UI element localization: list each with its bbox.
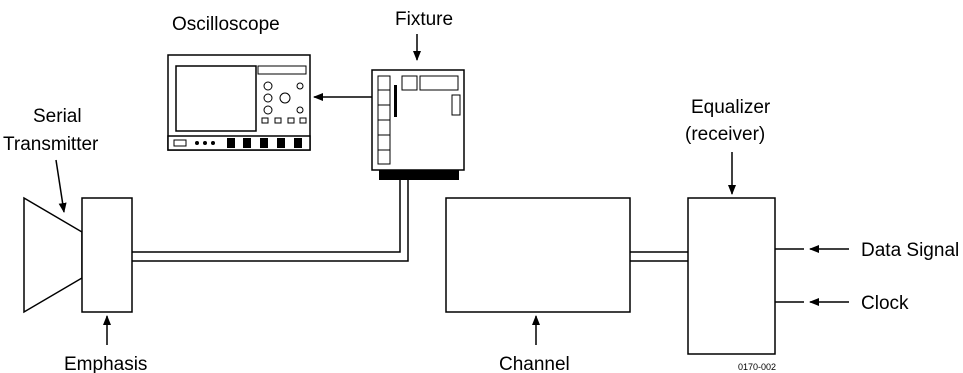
transmitter-label: Transmitter bbox=[3, 134, 99, 155]
serial-label: Serial bbox=[33, 106, 82, 127]
fixture-label: Fixture bbox=[395, 9, 453, 30]
tx-trace-upper bbox=[132, 180, 401, 253]
tx-trace-lower bbox=[132, 180, 409, 262]
figure-id: 0170-002 bbox=[738, 362, 776, 372]
receiver-label: (receiver) bbox=[685, 124, 765, 145]
oscilloscope-label: Oscilloscope bbox=[172, 14, 280, 35]
fixture-icon bbox=[371, 69, 465, 180]
transmitter-label-arrow bbox=[55, 159, 67, 213]
clock-label: Clock bbox=[861, 293, 909, 314]
oscilloscope-icon bbox=[167, 54, 311, 151]
equalizer-block bbox=[687, 197, 776, 355]
equalizer-label: Equalizer bbox=[691, 97, 771, 118]
emphasis-block bbox=[81, 197, 133, 313]
transmitter-shape bbox=[23, 196, 83, 314]
emphasis-label: Emphasis bbox=[64, 354, 147, 373]
channel-label: Channel bbox=[499, 354, 570, 373]
data-signal-label: Data Signal bbox=[861, 240, 959, 261]
channel-block bbox=[445, 197, 631, 313]
